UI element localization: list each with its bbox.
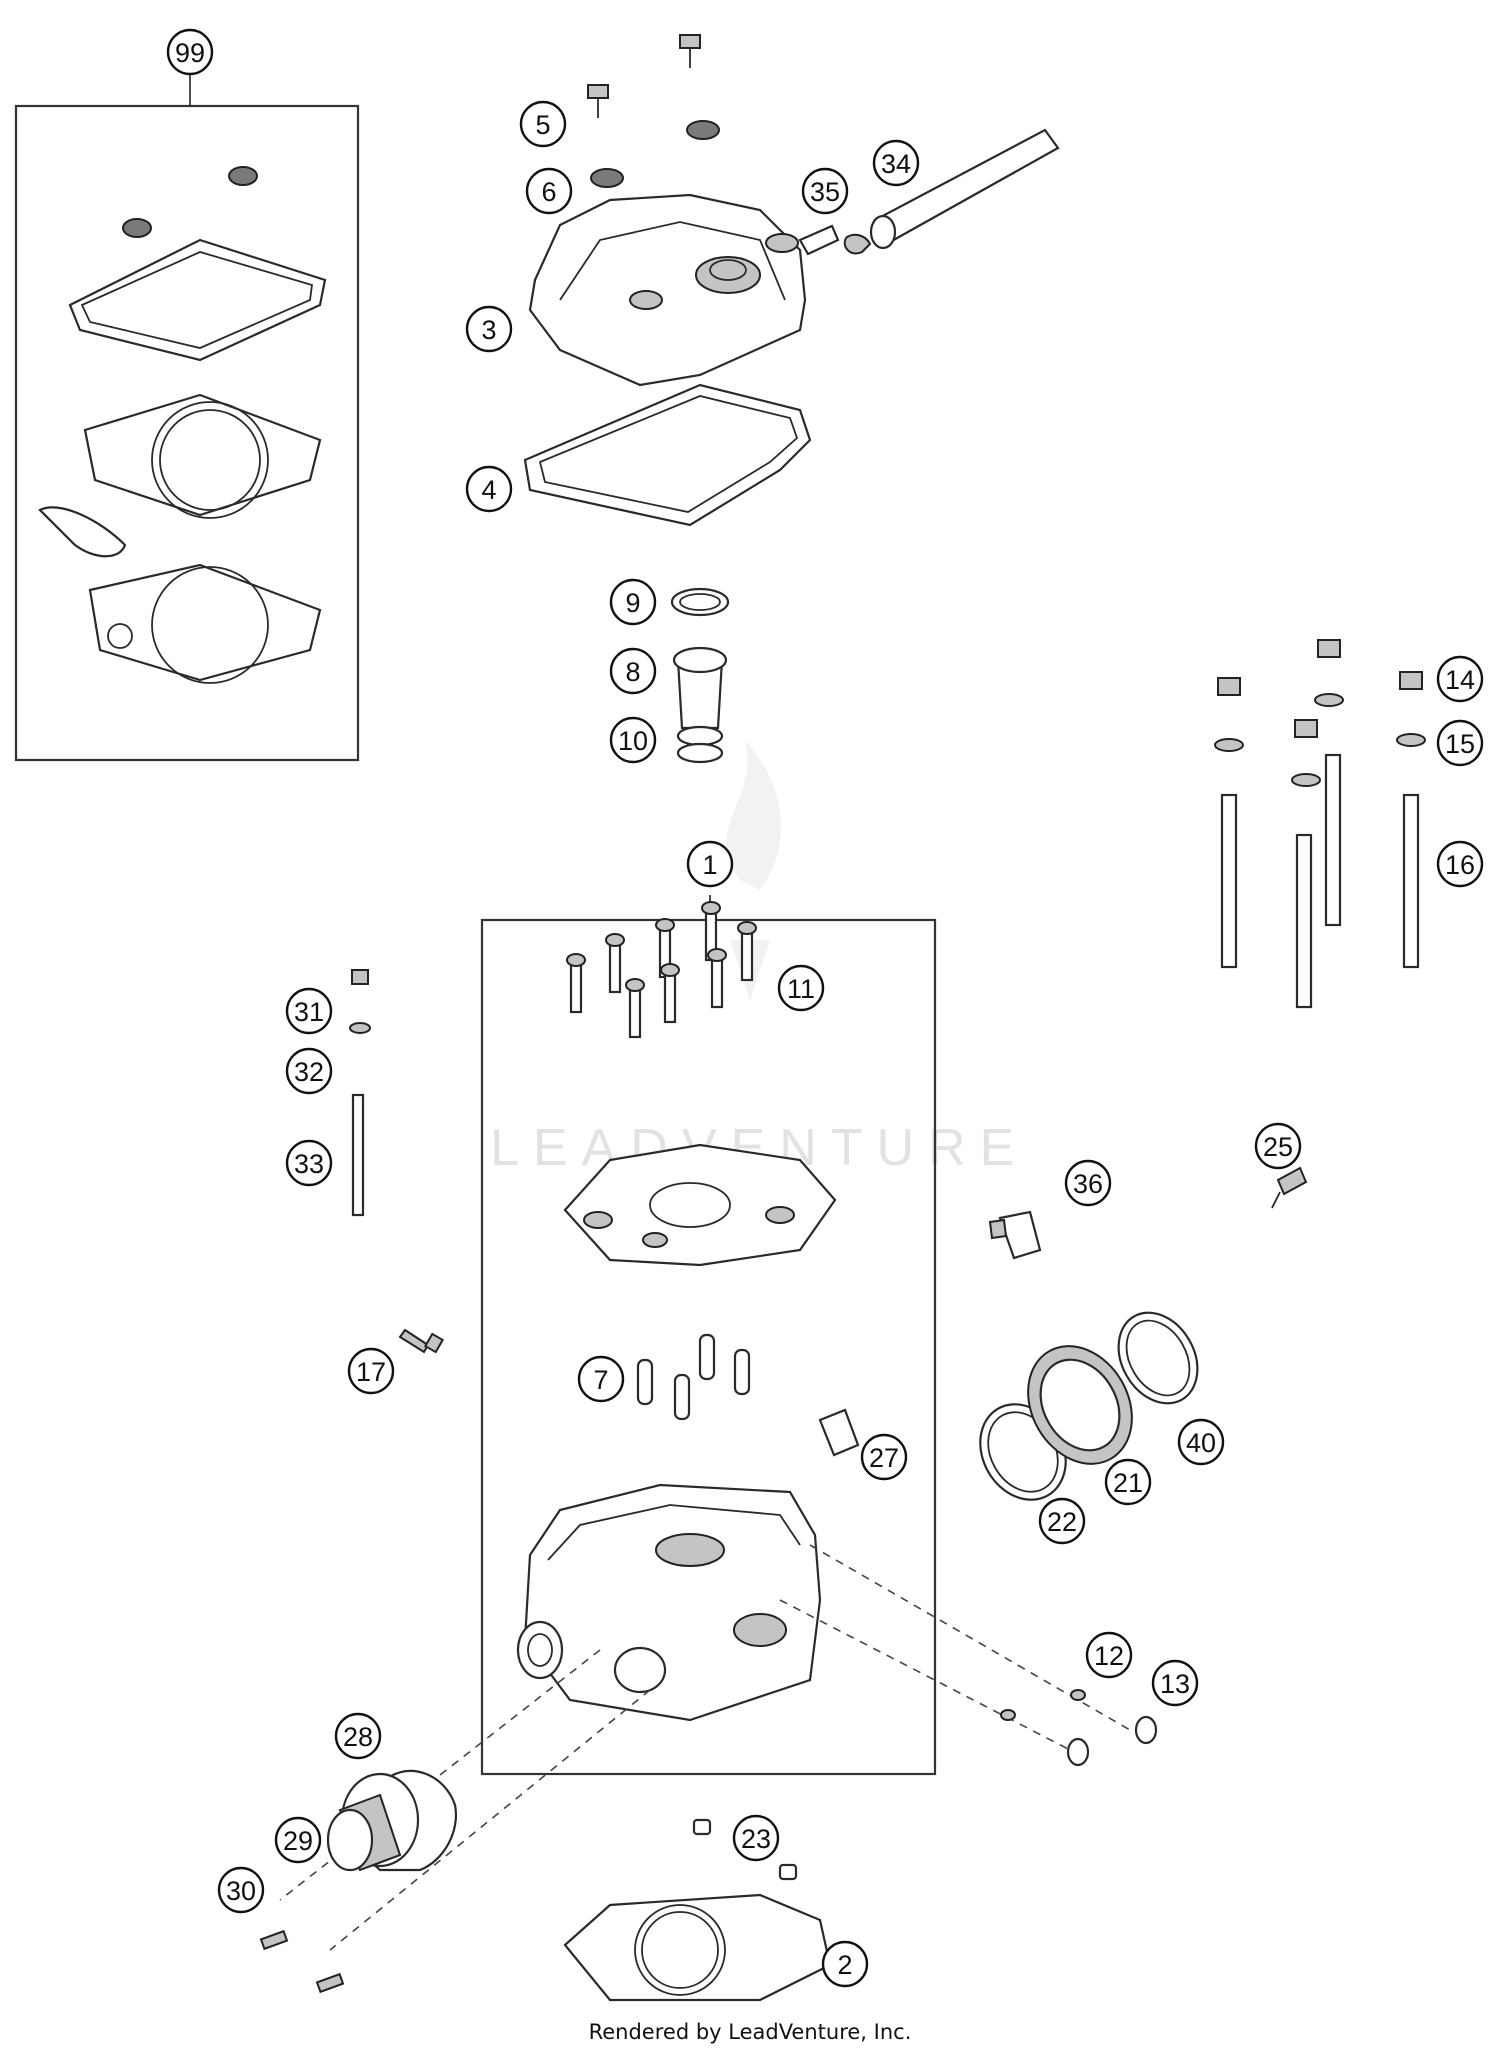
callout-9: 9 [609, 578, 657, 626]
watermark-flame-logo [726, 740, 781, 1000]
callout-27-label: 27 [869, 1443, 899, 1473]
callout-4: 4 [465, 465, 513, 513]
callout-23-label: 23 [741, 1824, 771, 1854]
callout-2: 2 [821, 1940, 869, 1988]
callout-15-label: 15 [1445, 729, 1475, 759]
breather-hose [843, 128, 1060, 255]
callout-11-label: 11 [787, 974, 815, 1004]
callout-21-label: 21 [1113, 1468, 1143, 1498]
callout-16: 16 [1436, 840, 1484, 888]
callout-5: 5 [519, 100, 567, 148]
valves-12-13 [1000, 1689, 1158, 1767]
callout-99-label: 99 [175, 38, 205, 68]
gasket-set-box [14, 104, 360, 762]
callout-10: 10 [609, 716, 657, 764]
callout-32: 32 [285, 1047, 333, 1095]
callout-36: 36 [1064, 1159, 1112, 1207]
callout-13-label: 13 [1160, 1669, 1190, 1699]
cylinder-head [516, 1483, 822, 1722]
dowel-pins [692, 1818, 798, 1881]
valve-cover-bolts [587, 34, 720, 188]
callout-28-label: 28 [343, 1722, 373, 1752]
callout-23: 23 [732, 1814, 780, 1862]
callout-3-label: 3 [481, 315, 496, 345]
callout-5-label: 5 [535, 110, 550, 140]
plug-27 [818, 1408, 860, 1457]
sensor-36 [988, 1210, 1042, 1260]
callout-31: 31 [285, 987, 333, 1035]
callout-14-label: 14 [1445, 665, 1475, 695]
intake-flange [259, 1769, 458, 1994]
callout-4-label: 4 [481, 475, 496, 505]
callout-27: 27 [860, 1433, 908, 1481]
callout-12: 12 [1085, 1631, 1133, 1679]
callout-7: 7 [577, 1355, 625, 1403]
callout-36-label: 36 [1073, 1169, 1103, 1199]
callout-1-label: 1 [702, 850, 717, 880]
callout-34: 34 [872, 139, 920, 187]
callout-25-label: 25 [1263, 1132, 1293, 1162]
gasket-set-contents [38, 166, 327, 684]
callout-34-label: 34 [881, 149, 911, 179]
callout-29: 29 [274, 1816, 322, 1864]
valve-guides [636, 1333, 751, 1421]
callout-15: 15 [1436, 719, 1484, 767]
callout-22: 22 [1038, 1497, 1086, 1545]
callout-32-label: 32 [294, 1057, 324, 1087]
callout-28: 28 [334, 1712, 382, 1760]
callout-12-label: 12 [1094, 1641, 1124, 1671]
callout-9-label: 9 [625, 588, 640, 618]
callout-25: 25 [1254, 1122, 1302, 1170]
callout-40: 40 [1177, 1418, 1225, 1466]
callout-14: 14 [1436, 655, 1484, 703]
oil-filter-parts [670, 587, 730, 764]
callout-30-label: 30 [226, 1876, 256, 1906]
plug-screw [398, 1328, 445, 1354]
callout-7-label: 7 [593, 1365, 608, 1395]
callout-33-label: 33 [294, 1149, 324, 1179]
callout-2-label: 2 [837, 1950, 852, 1980]
callout-22-label: 22 [1047, 1507, 1077, 1537]
callout-99: 99 [166, 28, 214, 76]
cylinder-studs-nuts [1214, 639, 1426, 1009]
stud-nut-washer [349, 969, 371, 1217]
footer-credit: Rendered by LeadVenture, Inc. [588, 2020, 912, 2044]
valve-cover [528, 193, 840, 387]
callout-6-label: 6 [541, 177, 556, 207]
camshaft-bearing-bridge [563, 1143, 837, 1267]
callout-31-label: 31 [294, 997, 324, 1027]
callout-17-label: 17 [356, 1357, 386, 1387]
callout-6: 6 [525, 167, 573, 215]
callout-17: 17 [347, 1347, 395, 1395]
callout-8: 8 [609, 647, 657, 695]
callout-11: 11 [777, 964, 825, 1012]
callout-33: 33 [285, 1139, 333, 1187]
callout-1: 1 [686, 840, 734, 888]
callout-21: 21 [1104, 1458, 1152, 1506]
cylinder-head-gasket [563, 1893, 832, 2002]
callout-10-label: 10 [618, 726, 648, 756]
callout-30: 30 [217, 1866, 265, 1914]
intake-flange-clamps [979, 1311, 1199, 1501]
camshaft-bearing-bolts [566, 901, 757, 1039]
callout-16-label: 16 [1445, 850, 1475, 880]
valve-cover-gasket [523, 383, 812, 527]
temperature-sensor [1271, 1166, 1308, 1209]
callout-29-label: 29 [283, 1826, 313, 1856]
callout-3: 3 [465, 305, 513, 353]
callout-13: 13 [1151, 1659, 1199, 1707]
callout-8-label: 8 [625, 657, 640, 687]
callout-35: 35 [801, 167, 849, 215]
callout-40-label: 40 [1186, 1428, 1216, 1458]
callout-35-label: 35 [810, 177, 840, 207]
